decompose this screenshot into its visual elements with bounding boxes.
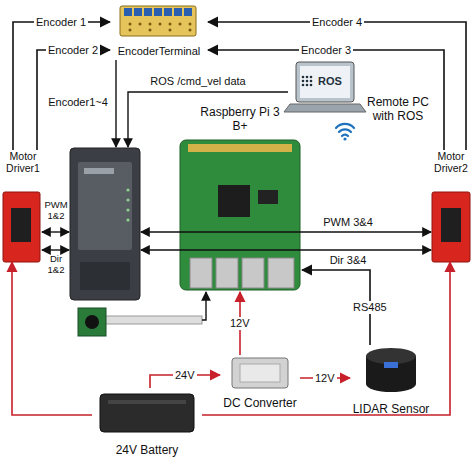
signal-label: Encoder1~4: [44, 96, 112, 109]
component-node: Raspberry Pi 3 B+: [178, 106, 302, 292]
connector: [13, 22, 110, 150]
laptop-screen: [300, 66, 350, 98]
encoder-bus-wire: [115, 60, 116, 147]
controller-body: [70, 148, 140, 300]
component-node: Motor Driver1: [3, 150, 43, 262]
component-label: Motor Driver1: [3, 150, 43, 174]
wifi-dot: [343, 137, 346, 140]
component-node: Remote PC with ROS: [360, 96, 436, 130]
controller-panel: [78, 162, 132, 250]
component-node: 24V Battery: [92, 388, 202, 458]
laptop-base: [284, 104, 366, 112]
signal-label: Dir 3&4: [318, 254, 378, 267]
motor-driver-board: [3, 192, 40, 262]
pi-ports: [190, 258, 294, 288]
wifi-icon: [336, 124, 354, 136]
ros-logo-dots: [302, 76, 313, 87]
pi-cpu: [218, 185, 250, 217]
pwm-wire: [42, 231, 69, 232]
pwm-wire: [141, 231, 431, 232]
component-label: LIDAR Sensor: [353, 403, 430, 417]
heatsink: [441, 208, 461, 242]
edge-label: 12V: [228, 317, 252, 330]
edge-label: Encoder 2: [46, 44, 100, 57]
component-label: Raspberry Pi 3 B+: [198, 106, 282, 134]
component-node: Motor Driver2: [430, 150, 472, 262]
dir-wire: [141, 249, 431, 250]
terminal-board: [120, 6, 196, 36]
lidar-window: [384, 362, 398, 368]
gpio-header: [188, 144, 292, 152]
edge-label: Encoder 4: [310, 16, 364, 29]
signal-label: ROS /cmd_vel data: [138, 75, 258, 88]
pi-board: [180, 140, 300, 290]
camera-wire: [202, 292, 206, 320]
edge-label: RS485: [351, 301, 389, 314]
component-label: DC Converter: [223, 397, 296, 411]
connector: [12, 262, 92, 415]
converter-label-plate: [240, 364, 280, 382]
laptop-lid: [296, 62, 354, 102]
ros-data-wire: [128, 92, 288, 147]
component-node: DC Converter: [220, 355, 300, 411]
controller-leds: [126, 188, 129, 221]
lidar-top: [366, 348, 416, 364]
component-node: EncoderTerminal: [110, 4, 208, 58]
component-label: EncoderTerminal: [118, 45, 201, 58]
camera-lens: [85, 315, 99, 329]
edge-label: Encoder 1: [34, 16, 88, 29]
component-node: LIDAR Sensor: [350, 345, 432, 417]
dir-wire: [42, 249, 69, 250]
component-label: Remote PC with ROS: [360, 96, 436, 124]
terminal-blocks: [124, 8, 192, 16]
heatsink: [11, 208, 31, 242]
component-label: Motor Driver2: [430, 150, 472, 174]
edge-label: 12V: [313, 372, 337, 385]
controller-logo: [84, 168, 114, 174]
solder-dots: [129, 23, 192, 32]
battery-body: [100, 394, 194, 432]
edge-label: Encoder 3: [299, 44, 353, 57]
pi-chip: [258, 190, 278, 204]
component-label: 24V Battery: [116, 444, 179, 458]
battery-stripe: [108, 400, 186, 404]
connector: [208, 50, 444, 150]
motor-driver-board: [432, 192, 470, 262]
signal-label: ROS: [314, 75, 346, 88]
converter-body: [232, 358, 288, 388]
lidar-base: [366, 376, 416, 392]
signal-label: Dir 1&2: [43, 254, 69, 276]
controller-ports: [80, 262, 130, 290]
camera-board: [78, 308, 106, 336]
connector: [202, 262, 450, 415]
edge-label: 24V: [173, 369, 197, 382]
camera-ribbon: [104, 316, 202, 324]
signal-label: PWM 3&4: [318, 216, 378, 229]
signal-label: PWM 1&2: [43, 200, 69, 222]
